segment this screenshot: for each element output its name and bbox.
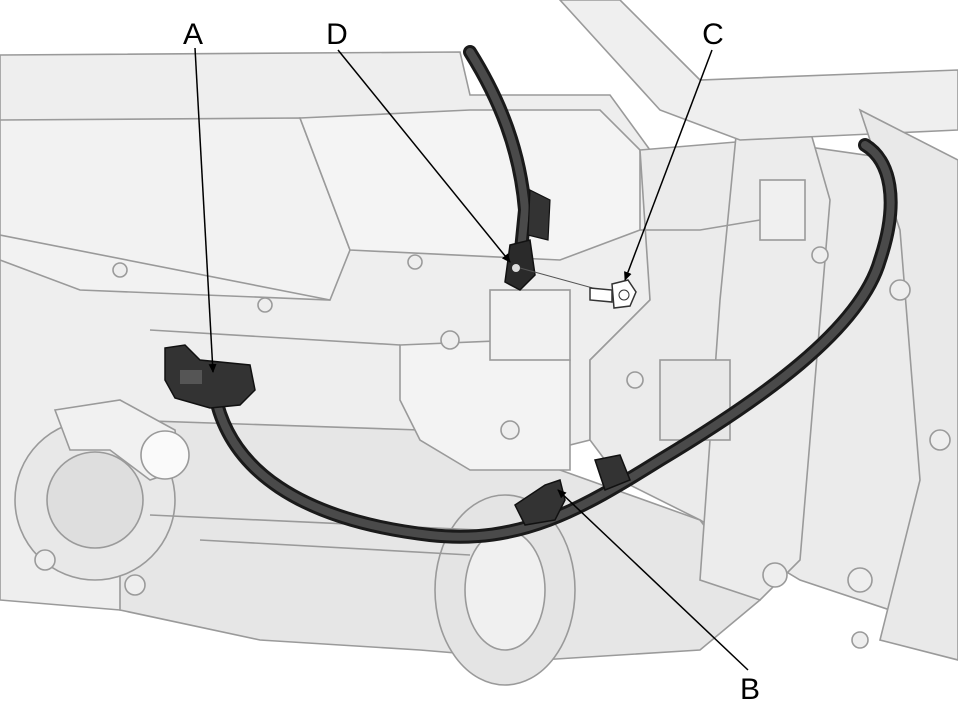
callout-line-b (557, 489, 749, 671)
clamp-a (164, 344, 256, 409)
ground-cable (208, 45, 898, 544)
callout-label-b: B (739, 673, 761, 706)
callout-line-a (194, 47, 217, 373)
clamp-b (514, 454, 631, 526)
callout-label-d: D (326, 18, 348, 51)
callout-lines (194, 47, 749, 671)
callout-label-c: C (702, 18, 724, 51)
callout-line-c (624, 49, 713, 281)
terminal-d (504, 189, 551, 291)
callout-label-a: A (182, 18, 204, 51)
callout-line-d (337, 49, 511, 263)
